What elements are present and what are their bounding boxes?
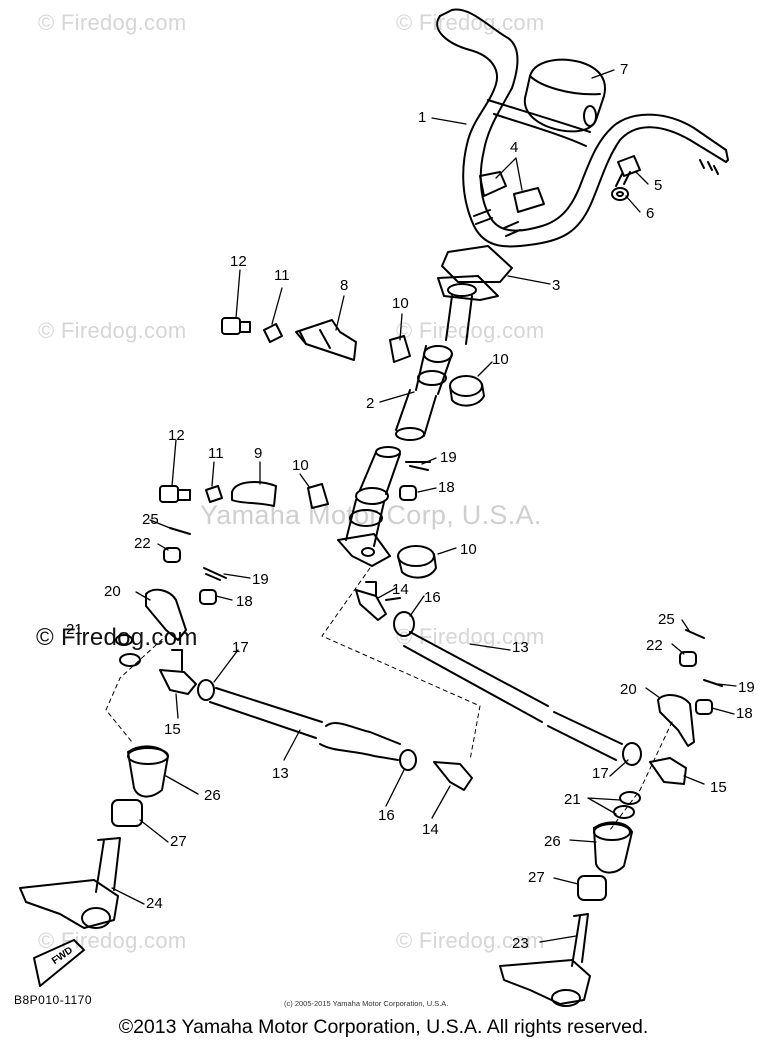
callout-6: 6 xyxy=(646,205,655,222)
bushing-part xyxy=(307,335,485,579)
callout-2: 2 xyxy=(366,395,375,412)
callout-27: 27 xyxy=(170,833,187,850)
callout-13: 13 xyxy=(272,765,289,782)
callout-26: 26 xyxy=(544,833,561,850)
callout-10: 10 xyxy=(292,457,309,474)
copyright-notice: ©2013 Yamaha Motor Corporation, U.S.A. A… xyxy=(118,1016,649,1038)
column-bracket-part xyxy=(231,481,277,507)
callout-17: 17 xyxy=(232,639,249,656)
callout-16: 16 xyxy=(378,807,395,824)
callout-19: 19 xyxy=(252,571,269,588)
small-copyright: (c) 2005-2015 Yamaha Motor Corporation, … xyxy=(284,999,449,1008)
column-bracket-part xyxy=(295,319,357,361)
steering-knuckle-part xyxy=(19,837,591,1007)
handlebar-part xyxy=(436,8,729,248)
guide-lines xyxy=(105,567,673,831)
callout-3: 3 xyxy=(552,277,561,294)
callout-12: 12 xyxy=(230,253,247,270)
callout-23: 23 xyxy=(512,935,529,952)
bolt-part xyxy=(611,155,641,201)
callout-19: 19 xyxy=(738,679,755,696)
callout-17: 17 xyxy=(592,765,609,782)
watermark-firedog: © Firedog.com xyxy=(396,318,545,343)
bushing-part xyxy=(197,611,642,771)
cotter-pin-part xyxy=(169,461,723,687)
callout-14: 14 xyxy=(422,821,439,838)
nut-part xyxy=(163,485,713,715)
callout-11: 11 xyxy=(208,445,224,462)
callout-10: 10 xyxy=(392,295,409,312)
column-lower-part xyxy=(337,446,401,567)
diagram-part-code: B8P010-1170 xyxy=(14,993,93,1007)
callout-25: 25 xyxy=(142,511,159,528)
callout-20: 20 xyxy=(104,583,121,600)
watermark-firedog: © Firedog.com xyxy=(396,624,545,649)
callout-4: 4 xyxy=(510,139,519,156)
callout-18: 18 xyxy=(438,479,455,496)
callout-16: 16 xyxy=(424,589,441,606)
callout-27: 27 xyxy=(528,869,545,886)
callout-7: 7 xyxy=(620,61,629,78)
callout-18: 18 xyxy=(236,593,253,610)
callout-19: 19 xyxy=(440,449,457,466)
tie-rod-part xyxy=(209,631,623,761)
watermark-firedog: © Firedog.com xyxy=(38,928,187,953)
callout-26: 26 xyxy=(204,787,221,804)
fastener-part xyxy=(159,317,283,503)
handlebar-pad-part xyxy=(523,58,606,133)
callout-11: 11 xyxy=(274,267,290,284)
callout-9: 9 xyxy=(254,445,263,462)
tie-rod-end-part xyxy=(159,581,687,791)
collar-part xyxy=(111,799,607,901)
callout-13: 13 xyxy=(512,639,529,656)
callout-20: 20 xyxy=(620,681,637,698)
watermark-firedog: © Firedog.com xyxy=(38,318,187,343)
callout-21: 21 xyxy=(66,621,83,638)
watermark-firedog: © Firedog.com xyxy=(38,10,187,35)
leader-lines xyxy=(111,69,737,943)
watermark-firedog: © Firedog.com xyxy=(396,928,545,953)
callout-24: 24 xyxy=(146,895,163,912)
clip-part xyxy=(115,634,641,819)
column-upper-part xyxy=(395,245,513,441)
callout-5: 5 xyxy=(654,177,663,194)
callout-21: 21 xyxy=(564,791,581,808)
callout-8: 8 xyxy=(340,277,349,294)
callout-25: 25 xyxy=(658,611,675,628)
callout-15: 15 xyxy=(710,779,727,796)
callout-15: 15 xyxy=(164,721,181,738)
callout-18: 18 xyxy=(736,705,753,722)
callout-1: 1 xyxy=(418,109,427,126)
callout-10: 10 xyxy=(460,541,477,558)
callout-10: 10 xyxy=(492,351,509,368)
knuckle-arm-part xyxy=(145,588,695,747)
callout-22: 22 xyxy=(646,637,663,654)
callout-14: 14 xyxy=(392,581,409,598)
callout-12: 12 xyxy=(168,427,185,444)
handlebar-holder-part xyxy=(479,171,545,213)
forward-arrow-icon xyxy=(33,939,85,987)
callout-22: 22 xyxy=(134,535,151,552)
dust-boot-part xyxy=(127,745,633,874)
